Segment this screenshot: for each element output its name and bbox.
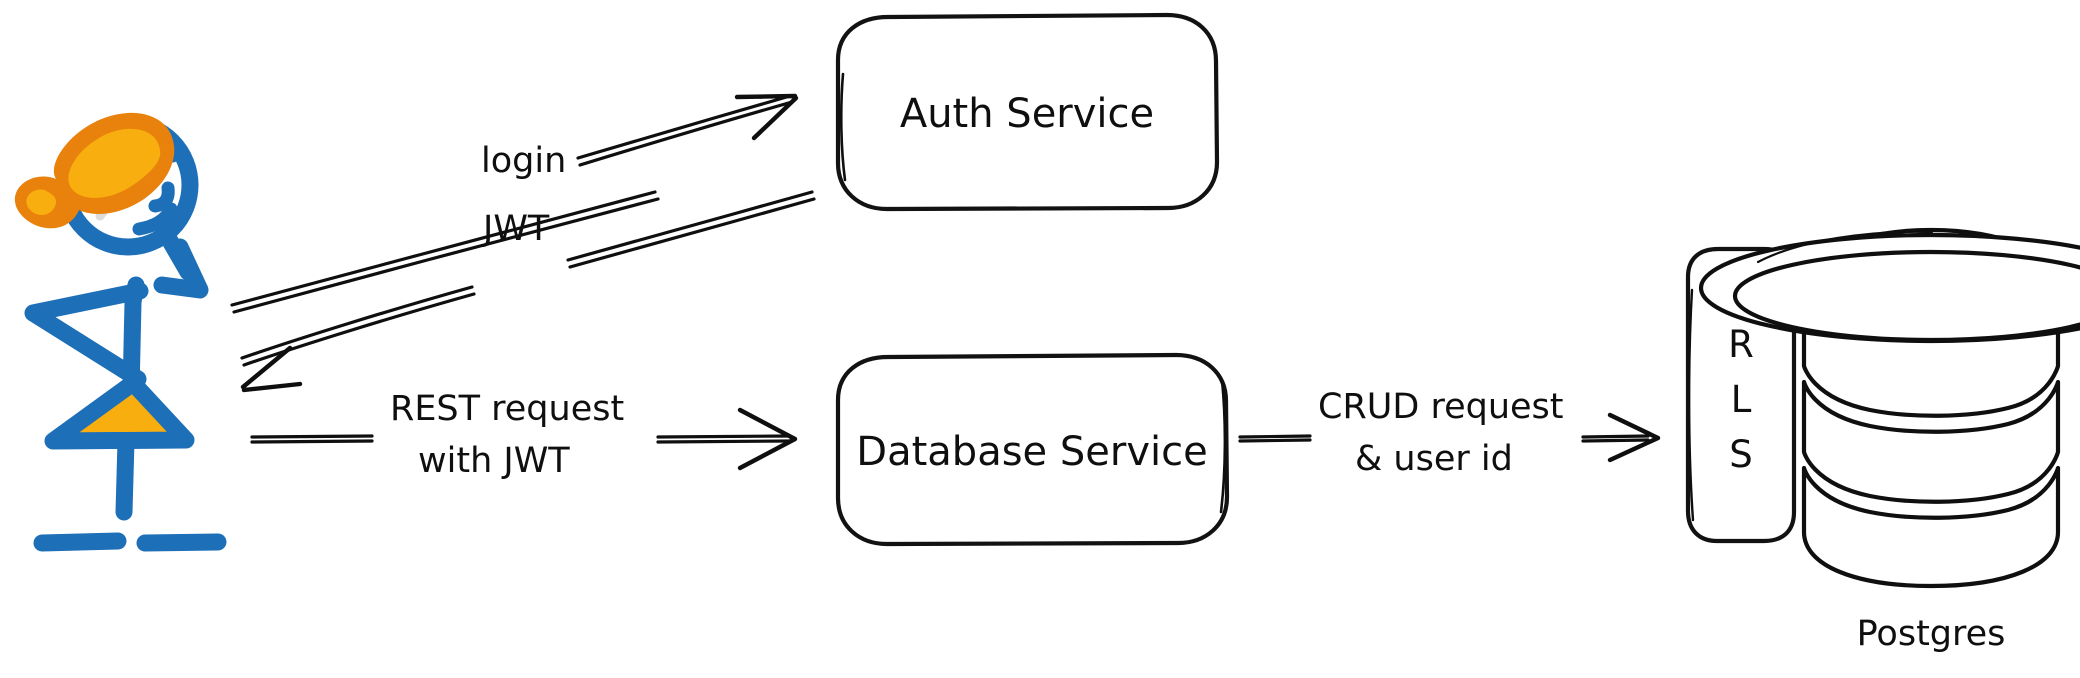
person-torso — [122, 276, 145, 401]
crud-edge: CRUD request & user id — [1238, 387, 1661, 479]
jwt-edge-line-c — [240, 285, 474, 360]
postgres-label: Postgres — [1857, 614, 2006, 654]
crud-edge-label-line1: CRUD request — [1318, 387, 1564, 427]
rest-edge-label-line1: REST request — [390, 389, 624, 429]
auth-service-box[interactable] — [835, 12, 1220, 212]
jwt-edge-label: JWT — [481, 209, 550, 249]
login-edge-line-a — [230, 190, 657, 307]
auth-service-label: Auth Service — [900, 91, 1154, 137]
person-foot-right — [136, 533, 227, 552]
rest-edge-label-line2: with JWT — [418, 441, 570, 481]
rest-edge-line-a — [250, 434, 374, 439]
rls-letter-l: L — [1731, 378, 1752, 421]
postgres-node[interactable]: Postgres — [1698, 227, 2080, 654]
rest-edge-arrowhead — [737, 407, 798, 471]
crud-edge-line-c — [1581, 434, 1650, 439]
person-nose — [148, 181, 175, 213]
rls-letter-r: R — [1728, 323, 1754, 366]
postgres-rim-sketch — [1756, 230, 1934, 264]
login-edge-line-d — [578, 100, 794, 167]
jwt-edge-arrowhead — [240, 345, 303, 393]
rls-box-sketch — [1687, 288, 1695, 522]
login-edge-line-c — [576, 94, 792, 160]
login-edge-arrowhead — [734, 93, 799, 141]
person-leg — [115, 432, 135, 521]
postgres-tier-bottom — [1801, 465, 2061, 589]
jwt-edge-line-b — [568, 197, 816, 269]
jwt-edge: JWT — [240, 190, 816, 393]
rest-edge-line-b — [250, 439, 374, 444]
rls-letter-s: S — [1729, 433, 1753, 476]
postgres-rim-inner — [1732, 249, 2080, 343]
user-stick-figure — [14, 112, 227, 552]
login-edge-line-b — [232, 197, 660, 314]
jwt-edge-line-d — [242, 292, 476, 367]
crud-edge-line-d — [1581, 438, 1650, 443]
hat-knot — [26, 189, 56, 215]
auth-service-node[interactable]: Auth Service — [835, 12, 1220, 212]
login-edge-label: login — [481, 141, 566, 181]
database-service-box-sketch — [1219, 378, 1227, 514]
database-service-node[interactable]: Database Service — [835, 352, 1230, 547]
database-service-box[interactable] — [835, 352, 1230, 547]
auth-service-box-sketch — [839, 72, 847, 182]
crud-edge-line-b — [1238, 438, 1312, 443]
jwt-edge-line-a — [566, 190, 814, 262]
person-arm-left — [24, 282, 149, 388]
crud-edge-arrowhead — [1607, 412, 1661, 463]
hat-inner — [68, 128, 161, 198]
crud-edge-label-line2: & user id — [1355, 439, 1513, 479]
login-edge: login — [230, 93, 799, 314]
person-mouth — [132, 202, 178, 236]
rest-edge-line-c — [656, 434, 792, 439]
rest-edge: REST request with JWT — [250, 389, 798, 481]
database-service-label: Database Service — [856, 429, 1207, 475]
person-foot-left — [33, 532, 127, 552]
person-arm-right — [153, 238, 209, 299]
crud-edge-line-a — [1238, 434, 1312, 439]
rest-edge-line-d — [656, 439, 792, 444]
postgres-tier-middle — [1801, 379, 2061, 504]
